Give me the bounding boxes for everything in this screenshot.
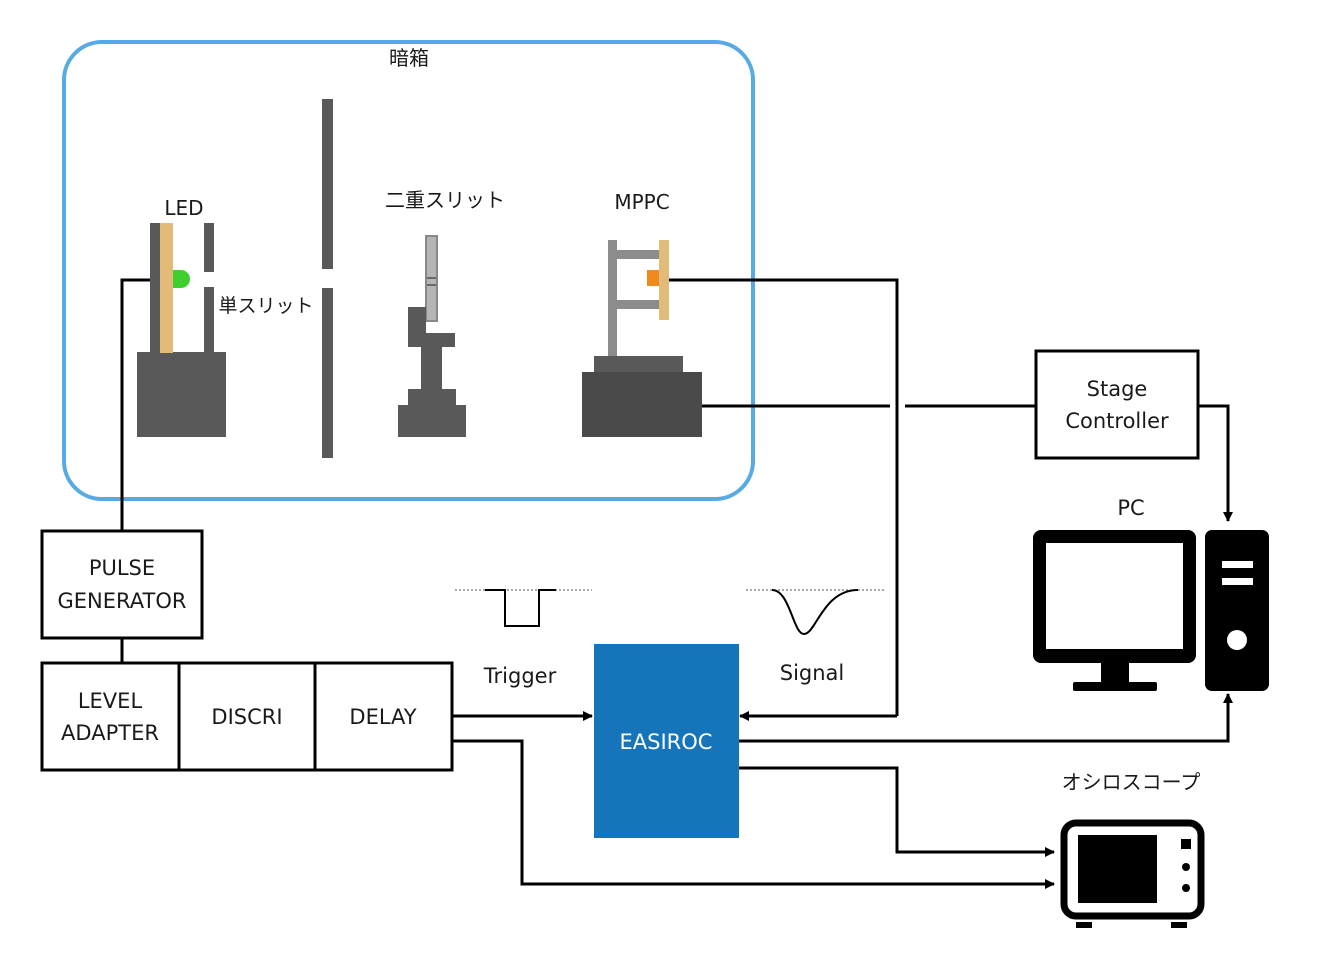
wires [120,278,1233,889]
easiroc-box [594,644,739,838]
baffle-lower [322,288,333,458]
trigger-waveform [455,589,592,627]
pulse-generator-box [40,529,204,640]
pulse-generator-label-line2: GENERATOR [58,589,187,613]
led-assembly [137,223,226,437]
pulse-generator-label-line1: PULSE [89,556,155,580]
level-adapter-box [40,661,181,772]
discri-label: DISCRI [211,705,282,729]
level-adapter-label-line2: ADAPTER [61,721,159,745]
oscilloscope-icon [1060,819,1205,928]
darkbox-label: 暗箱 [389,46,429,70]
mppc-stage [582,240,702,437]
trigger-label: Trigger [483,664,557,688]
pc-icon [1033,530,1269,691]
double-slit-label: 二重スリット [385,188,505,212]
oscilloscope-label: オシロスコープ [1062,770,1201,794]
mppc-sensor [647,270,659,286]
baffle-upper [322,99,333,269]
single-slit-lower [204,287,214,353]
delay-label: DELAY [349,705,416,729]
stage-controller-label-line2: Controller [1065,409,1169,433]
stage-controller-label-line1: Stage [1087,377,1148,401]
signal-label: Signal [780,661,845,685]
led-label: LED [164,196,203,220]
led-emitter [173,270,190,288]
easiroc-label: EASIROC [620,730,713,754]
single-slit-upper [204,223,214,272]
pc-label: PC [1117,496,1144,520]
mppc-label: MPPC [614,190,669,214]
stage-controller-box [1034,349,1200,460]
signal-waveform [746,589,884,636]
delay-box [313,661,454,772]
level-adapter-label-line1: LEVEL [78,689,143,713]
single-slit-label: 単スリット [218,295,313,317]
double-slit-stand [398,235,466,437]
darkbox-border [62,40,755,501]
